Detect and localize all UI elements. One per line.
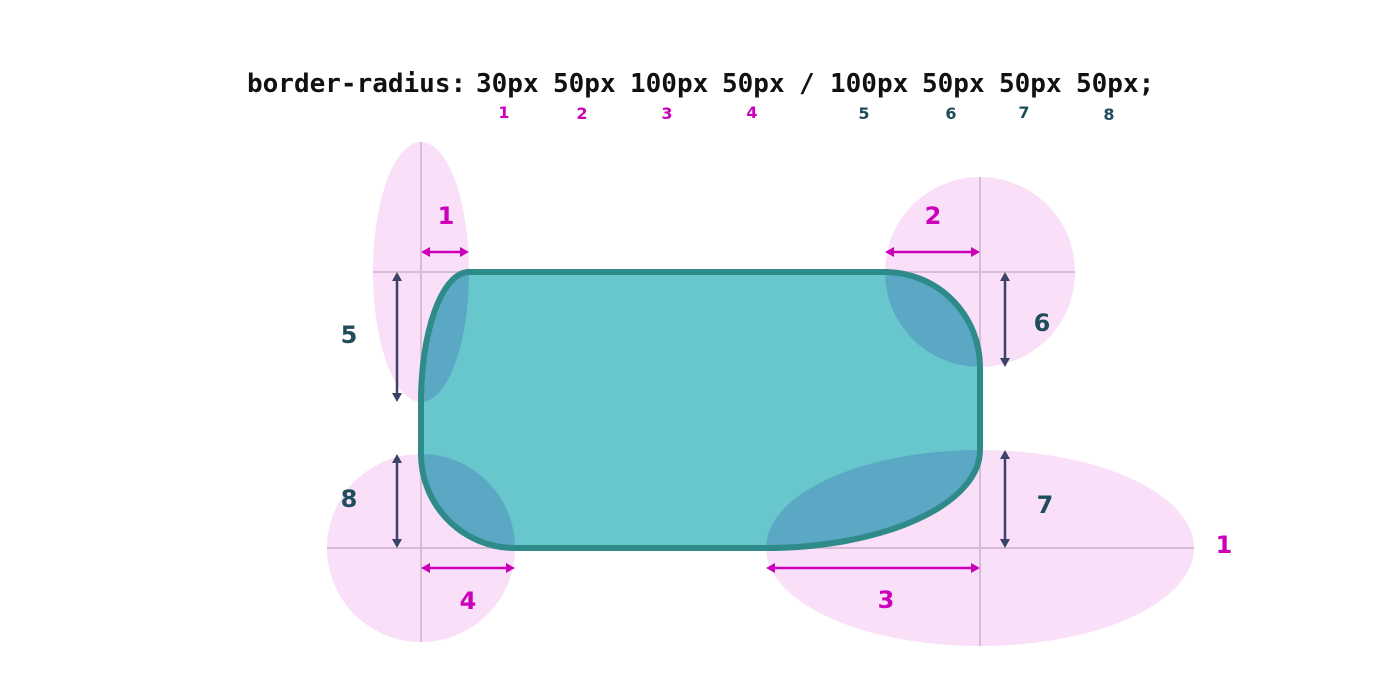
code-value-8: 50px; — [1076, 69, 1154, 99]
arrow-v-8 — [392, 454, 402, 548]
horizontal-arrows — [421, 247, 980, 573]
code-value-3: 100px — [630, 69, 708, 99]
overlap-bottom-left — [421, 454, 515, 548]
guide-lines — [327, 142, 1194, 646]
index-2: 2 — [576, 104, 587, 123]
index-5: 5 — [858, 104, 869, 123]
arrow-v-7 — [1000, 450, 1010, 548]
index-4: 4 — [746, 103, 757, 122]
label-v-6: 6 — [1034, 309, 1051, 337]
code-value-5: 100px — [830, 69, 908, 99]
index-7: 7 — [1018, 103, 1029, 122]
code-value-2: 50px — [553, 69, 616, 99]
code-slash: / — [799, 69, 815, 99]
label-v-8: 8 — [341, 485, 358, 513]
index-3: 3 — [661, 104, 672, 123]
arrow-h-1 — [421, 247, 469, 257]
vertical-arrows — [392, 272, 1010, 548]
index-1: 1 — [498, 103, 509, 122]
code-property: border-radius: — [247, 69, 466, 99]
code-value-4: 50px — [722, 69, 785, 99]
vertical-radius-labels: 5 6 7 8 — [341, 309, 1054, 519]
code-value-7: 50px — [999, 69, 1062, 99]
label-v-5: 5 — [341, 321, 358, 349]
index-6: 6 — [945, 104, 956, 123]
code-value-1: 30px — [476, 69, 539, 99]
label-h-1: 1 — [438, 202, 455, 230]
rounded-box-border — [418, 269, 983, 551]
index-8: 8 — [1103, 105, 1114, 124]
label-h-2: 2 — [925, 202, 942, 230]
value-indices: 1 2 3 4 5 6 7 8 — [498, 103, 1114, 124]
horizontal-radius-labels: 1 2 3 4 1 — [438, 202, 1233, 615]
code-line: border-radius: 30px 50px 100px 50px / 100px 50p… — [247, 69, 1154, 99]
overlap-bottom-right — [766, 450, 980, 548]
label-v-7: 7 — [1037, 491, 1054, 519]
overlap-top-left — [421, 272, 469, 402]
arrow-v-6 — [1000, 272, 1010, 367]
arrow-h-3 — [766, 563, 980, 573]
overlap-regions — [421, 272, 980, 548]
arrow-h-2 — [885, 247, 980, 257]
arrow-h-4 — [421, 563, 515, 573]
overlap-top-right — [885, 272, 980, 367]
label-h-4: 4 — [460, 587, 477, 615]
label-stray-1: 1 — [1216, 531, 1233, 559]
label-h-3: 3 — [878, 586, 895, 614]
arrow-v-5 — [392, 272, 402, 402]
code-value-6: 50px — [922, 69, 985, 99]
